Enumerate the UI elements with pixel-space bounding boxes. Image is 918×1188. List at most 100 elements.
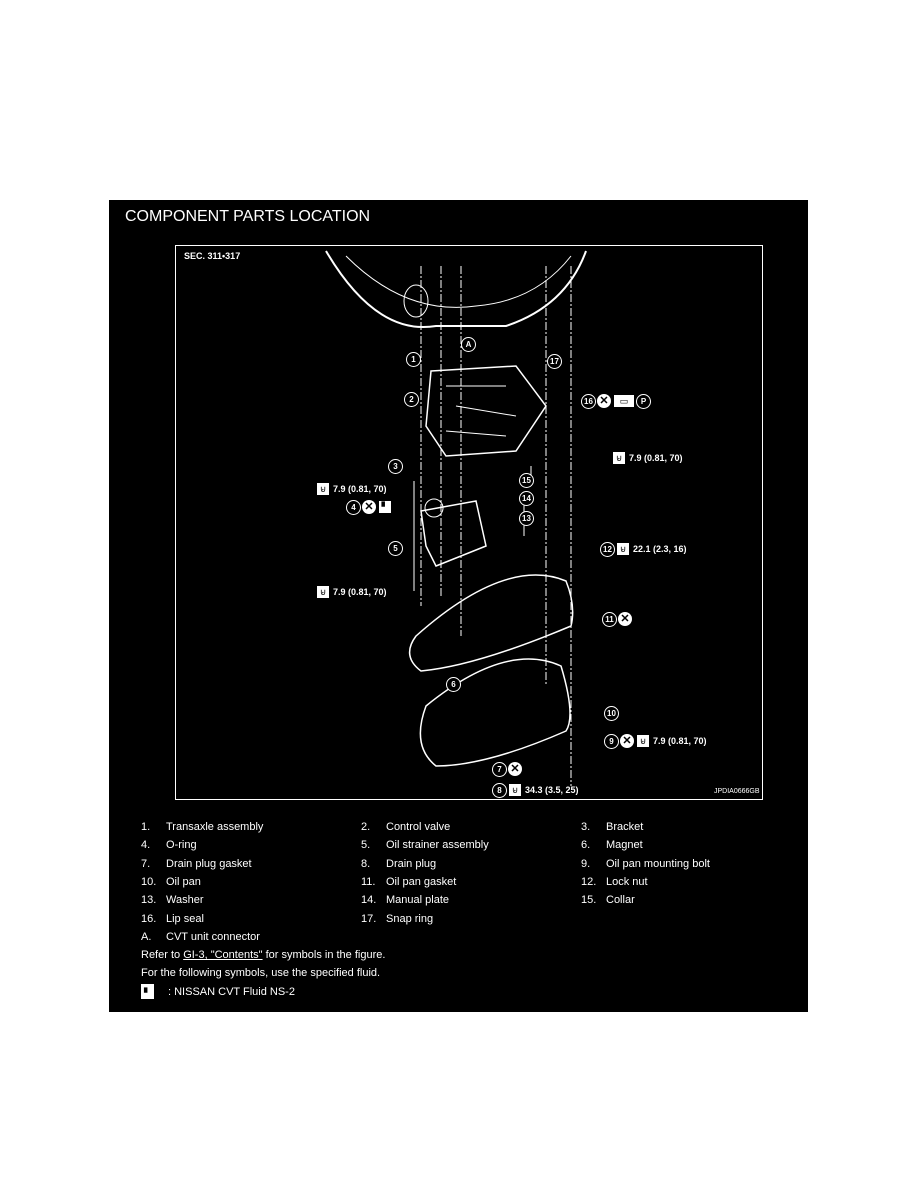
legend-item: 2.Control valve xyxy=(361,821,581,833)
legend-item: 6. Magnet xyxy=(581,839,801,851)
legend-number: 7. xyxy=(141,857,151,870)
legend-item: 16.Lip seal xyxy=(141,913,361,925)
legend-label: Lock nut xyxy=(606,876,648,889)
legend-number: 3. xyxy=(581,821,591,834)
contents-link[interactable]: GI-3, "Contents" xyxy=(183,949,263,962)
torque-icon: ⊌ xyxy=(317,483,329,495)
legend-number: 15. xyxy=(581,894,597,907)
refer-suffix: for symbols in the figure. xyxy=(262,949,386,962)
legend-label: Oil pan xyxy=(166,876,201,889)
callout-p: P xyxy=(636,394,651,409)
callout-17: 17 xyxy=(547,354,562,369)
refer-note: Refer to GI-3, "Contents" for symbols in… xyxy=(141,946,801,964)
legend-number: 1. xyxy=(141,821,151,834)
legend-number: 5. xyxy=(361,839,371,852)
replace-icon: ✕ xyxy=(597,394,611,408)
legend-number: 12. xyxy=(581,876,597,889)
torque-icon: ⊌ xyxy=(317,586,329,598)
legend-item: 17. Snap ring xyxy=(361,913,581,925)
fluid-name: : NISSAN CVT Fluid NS-2 xyxy=(168,985,295,998)
callout-10: 10 xyxy=(604,706,619,721)
legend-row: 10. Oil pan 11. Oil pan gasket 12. Lock nut xyxy=(141,873,801,891)
torque-spec: 7.9 (0.81, 70) xyxy=(653,736,707,746)
legend-item: 4. O-ring xyxy=(141,839,361,851)
legend-item: 10. Oil pan xyxy=(141,876,361,888)
callout-13: 13 xyxy=(519,511,534,526)
callout-4: 4 xyxy=(346,500,361,515)
fluid-icon: ▘ xyxy=(141,984,154,1000)
torque-icon: ⊌ xyxy=(613,452,625,464)
torque-icon: ⊌ xyxy=(637,735,649,747)
legend-item: 13. Washer xyxy=(141,894,361,906)
legend-item: 1. Transaxle assembly xyxy=(141,821,361,833)
callout-9: 9 xyxy=(604,734,619,749)
callout-6: 6 xyxy=(446,677,461,692)
legend-item: A. CVT unit connector xyxy=(141,931,361,943)
legend-item: 3. Bracket xyxy=(581,821,801,833)
section-number: SEC. 311•317 xyxy=(184,251,241,261)
replace-icon: ✕ xyxy=(618,612,632,626)
legend-label: Bracket xyxy=(606,821,644,834)
refer-prefix: Refer to xyxy=(141,949,184,962)
legend-row: 13. Washer 14. Manual plate 15. Collar xyxy=(141,891,801,909)
legend-label: Washer xyxy=(166,894,204,907)
callout-5: 5 xyxy=(388,541,403,556)
callout-14: 14 xyxy=(519,491,534,506)
torque-spec: 7.9 (0.81, 70) xyxy=(333,484,387,494)
replace-icon: ✕ xyxy=(508,762,522,776)
legend-item: 7.Drain plug gasket xyxy=(141,858,361,870)
legend-item: 9. Oil pan mounting bolt xyxy=(581,858,801,870)
legend-item: 12. Lock nut xyxy=(581,876,801,888)
legend-label: CVT unit connector xyxy=(166,930,260,943)
section-title: COMPONENT PARTS LOCATION xyxy=(125,208,371,225)
legend-label: Oil pan gasket xyxy=(386,876,457,889)
legend-number: 17. xyxy=(361,912,377,925)
torque-spec: 22.1 (2.3, 16) xyxy=(633,544,687,554)
legend-label: Oil pan mounting bolt xyxy=(606,857,710,870)
legend-label: O-ring xyxy=(166,839,197,852)
figure-id: JPDIA0666GB xyxy=(714,788,760,795)
callout-15: 15 xyxy=(519,473,534,488)
legend-number: 2. xyxy=(361,821,371,834)
torque-icon: ⊌ xyxy=(509,784,521,796)
legend-label: Collar xyxy=(606,894,635,907)
legend-number: 9. xyxy=(581,857,591,870)
legend-label: Snap ring xyxy=(386,912,434,925)
torque-spec: 34.3 (3.5, 25) xyxy=(525,785,579,795)
legend-item: 8. Drain plug xyxy=(361,858,581,870)
grease-icon: ▭ xyxy=(614,395,634,407)
torque-icon: ⊌ xyxy=(617,543,629,555)
legend-number: 8. xyxy=(361,857,371,870)
fluid-spec: ▘ : NISSAN CVT Fluid NS-2 xyxy=(141,983,801,1001)
legend-label: Drain plug xyxy=(386,857,437,870)
legend-number: 13. xyxy=(141,894,157,907)
callout-2: 2 xyxy=(404,392,419,407)
torque-spec: 7.9 (0.81, 70) xyxy=(629,453,683,463)
legend-number: A. xyxy=(141,930,152,943)
diagram-drawing xyxy=(325,250,587,786)
legend-number: 6. xyxy=(581,839,591,852)
legend-number: 10. xyxy=(141,876,157,889)
legend-label: Transaxle assembly xyxy=(166,821,264,834)
callout-3: 3 xyxy=(388,459,403,474)
legend-item: 14. Manual plate xyxy=(361,894,581,906)
legend-item: 11. Oil pan gasket xyxy=(361,876,581,888)
legend-label: Manual plate xyxy=(386,894,449,907)
fluid-icon: ▘ xyxy=(379,501,391,513)
legend-number: 14. xyxy=(361,894,377,907)
exploded-diagram: SEC. 311•317 1 A 17 16 ✕ ▭ P 2 3 ⊌ 7.9 (… xyxy=(175,245,763,800)
legend-item: 5.Oil strainer assembly xyxy=(361,839,581,851)
legend-item: 15. Collar xyxy=(581,894,801,906)
component-parts-panel: COMPONENT PARTS LOCATION SEC. 311•317 1 … xyxy=(109,200,808,1012)
replace-icon: ✕ xyxy=(620,734,634,748)
legend-number: 16. xyxy=(141,912,157,925)
legend-number: 4. xyxy=(141,839,151,852)
callout-12: 12 xyxy=(600,542,615,557)
legend-number: 11. xyxy=(361,876,376,889)
legend-row: A. CVT unit connector xyxy=(141,928,801,946)
legend-label: Magnet xyxy=(606,839,643,852)
